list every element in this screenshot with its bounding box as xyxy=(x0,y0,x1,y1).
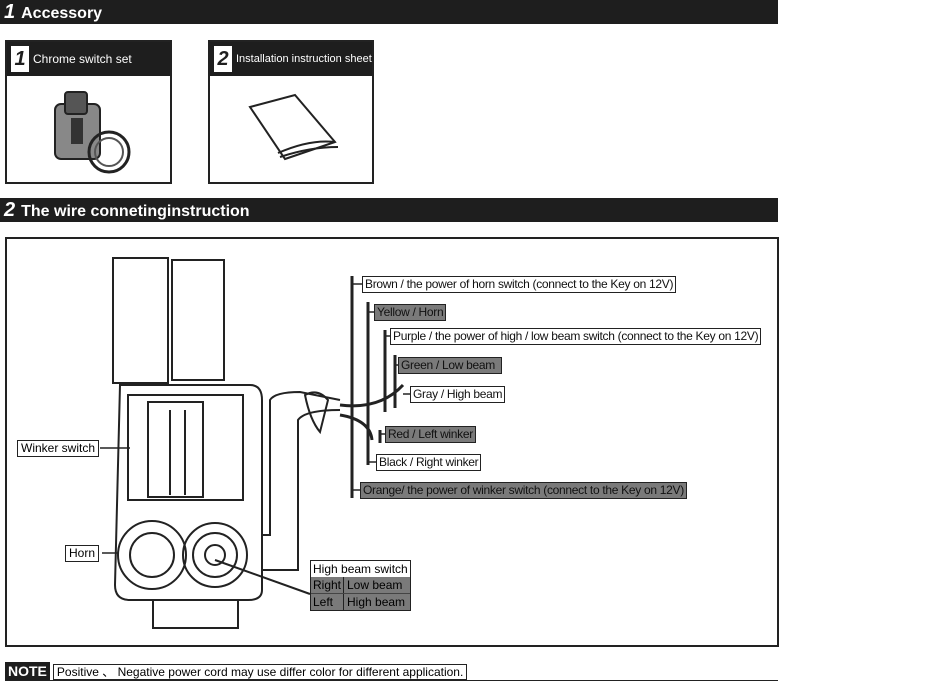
wire-label-green: Green / Low beam xyxy=(398,357,502,374)
accessory-number: 1 xyxy=(11,46,29,72)
wire-label-purple: Purple / the power of high / low beam sw… xyxy=(390,328,762,345)
accessory-name: Installation instruction sheet xyxy=(236,53,372,65)
switch-position: Right xyxy=(311,577,344,593)
beam-function: High beam xyxy=(347,595,406,609)
accessory-name: Chrome switch set xyxy=(33,52,132,66)
high-beam-row: Left High beam xyxy=(311,593,410,610)
high-beam-switch-title: High beam switch xyxy=(311,561,410,577)
section-number: 2 xyxy=(4,199,16,221)
accessory-number: 2 xyxy=(214,46,232,72)
wire-label-red: Red / Left winker xyxy=(385,426,476,443)
note-text: Positive 、 Negative power cord may use d… xyxy=(52,664,468,680)
section-title: The wire connetinginstruction xyxy=(21,203,250,220)
wire-label-black: Black / Right winker xyxy=(376,454,482,471)
accessory-label: 2 Installation instruction sheet xyxy=(210,42,372,76)
section-header-wiring: 2 The wire connetinginstruction xyxy=(0,198,778,222)
high-beam-row: Right Low beam xyxy=(311,577,410,593)
instruction-sheet-image xyxy=(248,93,339,161)
section-title: Accessory xyxy=(21,5,103,22)
winker-switch-label: Winker switch xyxy=(17,440,100,457)
wire-label-brown: Brown / the power of horn switch (connec… xyxy=(362,276,677,293)
switch-set-image xyxy=(54,91,131,174)
high-beam-switch-table: High beam switch Right Low beam Left Hig… xyxy=(310,560,411,611)
wire-label-orange: Orange/ the power of winker switch (conn… xyxy=(360,482,687,499)
wire-label-gray: Gray / High beam xyxy=(410,386,506,403)
switch-housing-drawing xyxy=(100,257,410,629)
note-tag: NOTE xyxy=(5,662,50,680)
horn-label: Horn xyxy=(65,545,100,562)
section-header-accessory: 1 Accessory xyxy=(0,0,778,24)
accessory-instruction-sheet: 2 Installation instruction sheet xyxy=(208,40,374,184)
beam-function: Low beam xyxy=(347,578,403,592)
wire-label-yellow: Yellow / Horn xyxy=(374,304,447,321)
accessory-chrome-switch-set: 1 Chrome switch set xyxy=(5,40,172,184)
switch-position: Left xyxy=(311,594,344,610)
section-number: 1 xyxy=(4,1,16,23)
accessory-label: 1 Chrome switch set xyxy=(7,42,170,76)
wiring-diagram-frame xyxy=(5,237,779,647)
